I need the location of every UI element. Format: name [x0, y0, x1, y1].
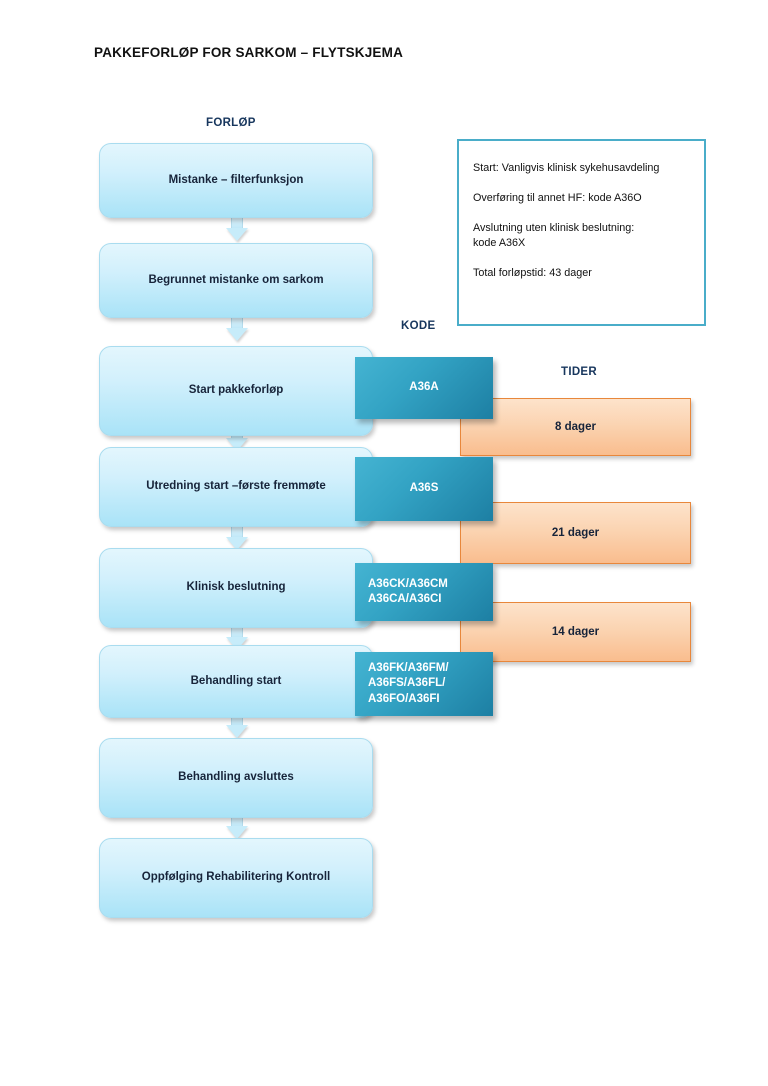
info-box: Start: Vanligvis klinisk sykehusavdeling…: [457, 139, 706, 326]
code-box-a36c-group: A36CK/A36CM A36CA/A36CI: [355, 563, 493, 621]
code-box-label: A36FK/A36FM/ A36FS/A36FL/ A36FO/A36FI: [368, 662, 449, 705]
time-box-21-dager: 21 dager: [460, 502, 691, 564]
flow-step-begrunnet-mistanke[interactable]: Begrunnet mistanke om sarkom: [99, 243, 373, 318]
flow-step-label: Start pakkeforløp: [188, 384, 284, 397]
code-box-label: A36S: [409, 482, 439, 495]
flow-step-label: Oppfølging Rehabilitering Kontroll: [141, 871, 331, 884]
arrow-down-icon: [226, 218, 248, 242]
flow-step-label: Begrunnet mistanke om sarkom: [148, 273, 324, 286]
flow-step-label: Behandling start: [190, 674, 282, 687]
info-line-avslutning: Avslutning uten klinisk beslutning: kode…: [473, 221, 635, 249]
column-header-tider: TIDER: [561, 366, 597, 378]
time-box-label: 8 dager: [555, 421, 596, 433]
time-box-14-dager: 14 dager: [460, 602, 691, 662]
flow-step-oppfolging-rehabilitering-kontroll[interactable]: Oppfølging Rehabilitering Kontroll: [99, 838, 373, 918]
flow-step-behandling-avsluttes[interactable]: Behandling avsluttes: [99, 738, 373, 818]
flow-step-label: Behandling avsluttes: [178, 771, 294, 784]
flow-step-klinisk-beslutning[interactable]: Klinisk beslutning: [99, 548, 373, 628]
time-box-label: 21 dager: [551, 527, 600, 539]
page-title: PAKKEFORLØP FOR SARKOM – FLYTSKJEMA: [94, 45, 404, 60]
info-line-start: Start: Vanligvis klinisk sykehusavdeling: [473, 162, 660, 174]
time-box-label: 14 dager: [551, 626, 600, 638]
code-box-a36a: A36A: [355, 357, 493, 419]
flow-step-behandling-start[interactable]: Behandling start: [99, 645, 373, 718]
flow-step-utredning-start[interactable]: Utredning start –første fremmøte: [99, 447, 373, 527]
flow-step-label: Utredning start –første fremmøte: [146, 480, 326, 493]
arrow-down-icon: [226, 527, 248, 551]
arrow-down-icon: [226, 816, 248, 840]
code-box-a36f-group: A36FK/A36FM/ A36FS/A36FL/ A36FO/A36FI: [355, 652, 493, 716]
arrow-down-icon: [226, 715, 248, 739]
info-line-overforing: Overføring til annet HF: kode A36O: [473, 191, 642, 204]
column-header-forlop: FORLØP: [206, 117, 256, 129]
code-box-label: A36CK/A36CM A36CA/A36CI: [368, 577, 448, 605]
column-header-kode: KODE: [401, 320, 436, 332]
flow-step-mistanke-filterfunksjon[interactable]: Mistanke – filterfunksjon: [99, 143, 373, 218]
arrow-down-icon: [226, 318, 248, 342]
info-line-total-tid: Total forløpstid: 43 dager: [473, 266, 592, 279]
time-box-8-dager: 8 dager: [460, 398, 691, 456]
flow-step-label: Mistanke – filterfunksjon: [168, 173, 304, 186]
code-box-label: A36A: [409, 381, 439, 394]
code-box-a36s: A36S: [355, 457, 493, 521]
flow-step-label: Klinisk beslutning: [186, 581, 286, 594]
flow-step-start-pakkeforlop[interactable]: Start pakkeforløp: [99, 346, 373, 436]
